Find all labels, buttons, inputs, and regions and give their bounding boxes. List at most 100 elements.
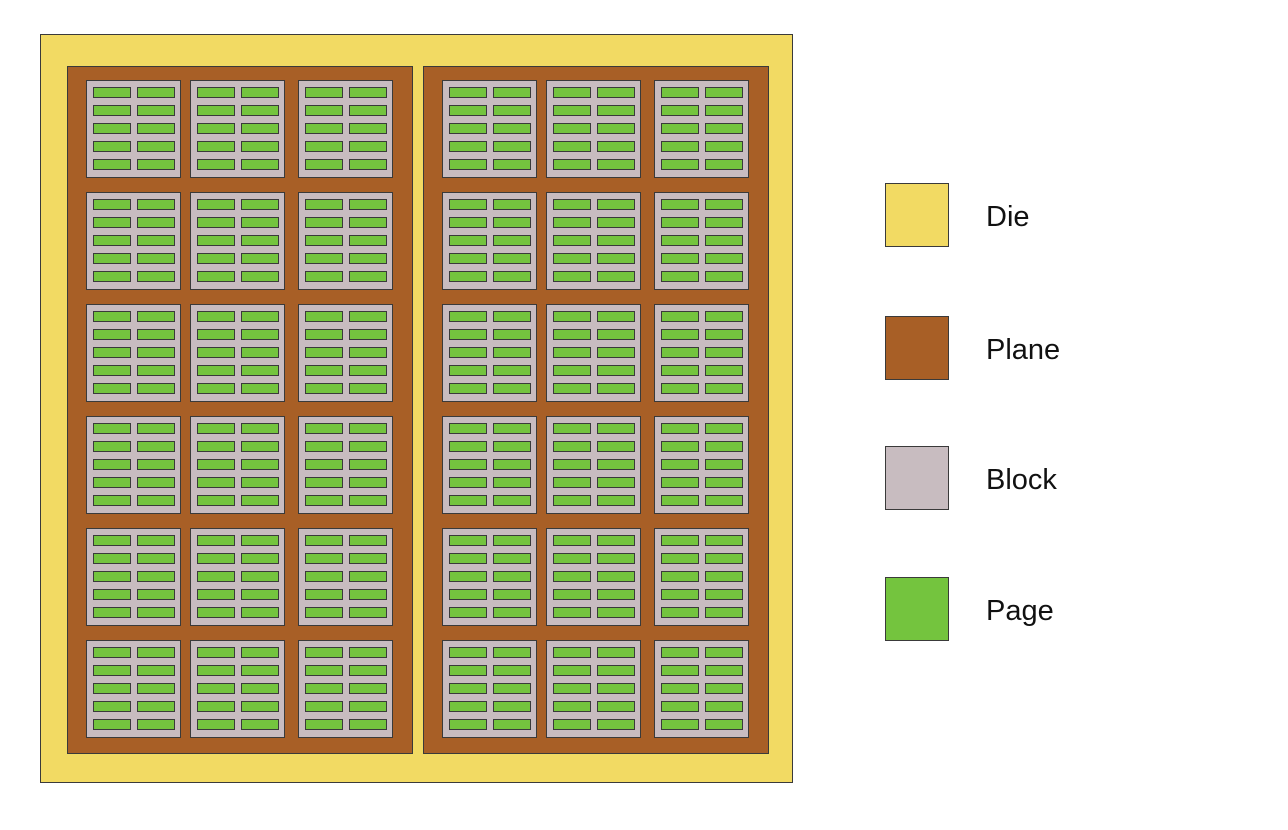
page <box>661 683 699 694</box>
block <box>442 416 537 514</box>
page <box>241 123 279 134</box>
block <box>86 640 181 738</box>
page <box>241 159 279 170</box>
page <box>197 607 235 618</box>
page <box>137 383 175 394</box>
page <box>93 347 131 358</box>
page <box>705 441 743 452</box>
block-swatch <box>885 446 949 510</box>
page <box>349 647 387 658</box>
page <box>449 719 487 730</box>
page <box>93 719 131 730</box>
page <box>241 647 279 658</box>
page <box>137 365 175 376</box>
page <box>197 535 235 546</box>
page <box>349 141 387 152</box>
block <box>298 304 393 402</box>
page <box>197 253 235 264</box>
page <box>553 683 591 694</box>
page <box>137 477 175 488</box>
page <box>661 105 699 116</box>
page <box>493 271 531 282</box>
page <box>597 87 635 98</box>
page <box>137 665 175 676</box>
page <box>349 535 387 546</box>
page <box>349 123 387 134</box>
page <box>553 535 591 546</box>
page <box>705 329 743 340</box>
page <box>349 683 387 694</box>
page <box>705 87 743 98</box>
page <box>137 253 175 264</box>
page <box>349 199 387 210</box>
page <box>305 589 343 600</box>
page <box>449 347 487 358</box>
page <box>93 87 131 98</box>
page <box>137 217 175 228</box>
page <box>661 365 699 376</box>
page <box>661 217 699 228</box>
page <box>449 235 487 246</box>
page <box>449 571 487 582</box>
page <box>597 235 635 246</box>
page <box>305 105 343 116</box>
page <box>93 589 131 600</box>
page <box>661 347 699 358</box>
page <box>705 495 743 506</box>
page <box>705 199 743 210</box>
page <box>661 311 699 322</box>
page <box>349 365 387 376</box>
page <box>197 217 235 228</box>
block <box>654 640 749 738</box>
page <box>241 535 279 546</box>
block <box>86 192 181 290</box>
page <box>661 495 699 506</box>
page <box>449 701 487 712</box>
page <box>137 199 175 210</box>
page <box>197 199 235 210</box>
page <box>705 347 743 358</box>
block <box>546 304 641 402</box>
page <box>137 141 175 152</box>
page <box>349 159 387 170</box>
page <box>449 665 487 676</box>
page <box>449 271 487 282</box>
block <box>86 528 181 626</box>
page <box>705 105 743 116</box>
block <box>654 528 749 626</box>
legend-item-block: Block <box>885 446 1185 510</box>
page <box>553 141 591 152</box>
page <box>553 87 591 98</box>
page <box>137 607 175 618</box>
page <box>349 383 387 394</box>
page <box>93 665 131 676</box>
page <box>661 199 699 210</box>
page <box>449 311 487 322</box>
page <box>349 329 387 340</box>
block <box>442 640 537 738</box>
page <box>137 459 175 470</box>
page <box>597 271 635 282</box>
block <box>190 80 285 178</box>
page <box>553 607 591 618</box>
page <box>553 571 591 582</box>
page <box>349 347 387 358</box>
page <box>705 217 743 228</box>
page <box>661 701 699 712</box>
page <box>197 159 235 170</box>
page <box>449 159 487 170</box>
page <box>137 105 175 116</box>
plane-swatch <box>885 316 949 380</box>
block <box>442 192 537 290</box>
page <box>197 589 235 600</box>
page <box>597 159 635 170</box>
page <box>493 383 531 394</box>
page <box>305 423 343 434</box>
page <box>241 271 279 282</box>
page <box>661 589 699 600</box>
page <box>661 235 699 246</box>
page <box>705 719 743 730</box>
page <box>493 329 531 340</box>
page <box>597 217 635 228</box>
page <box>197 719 235 730</box>
